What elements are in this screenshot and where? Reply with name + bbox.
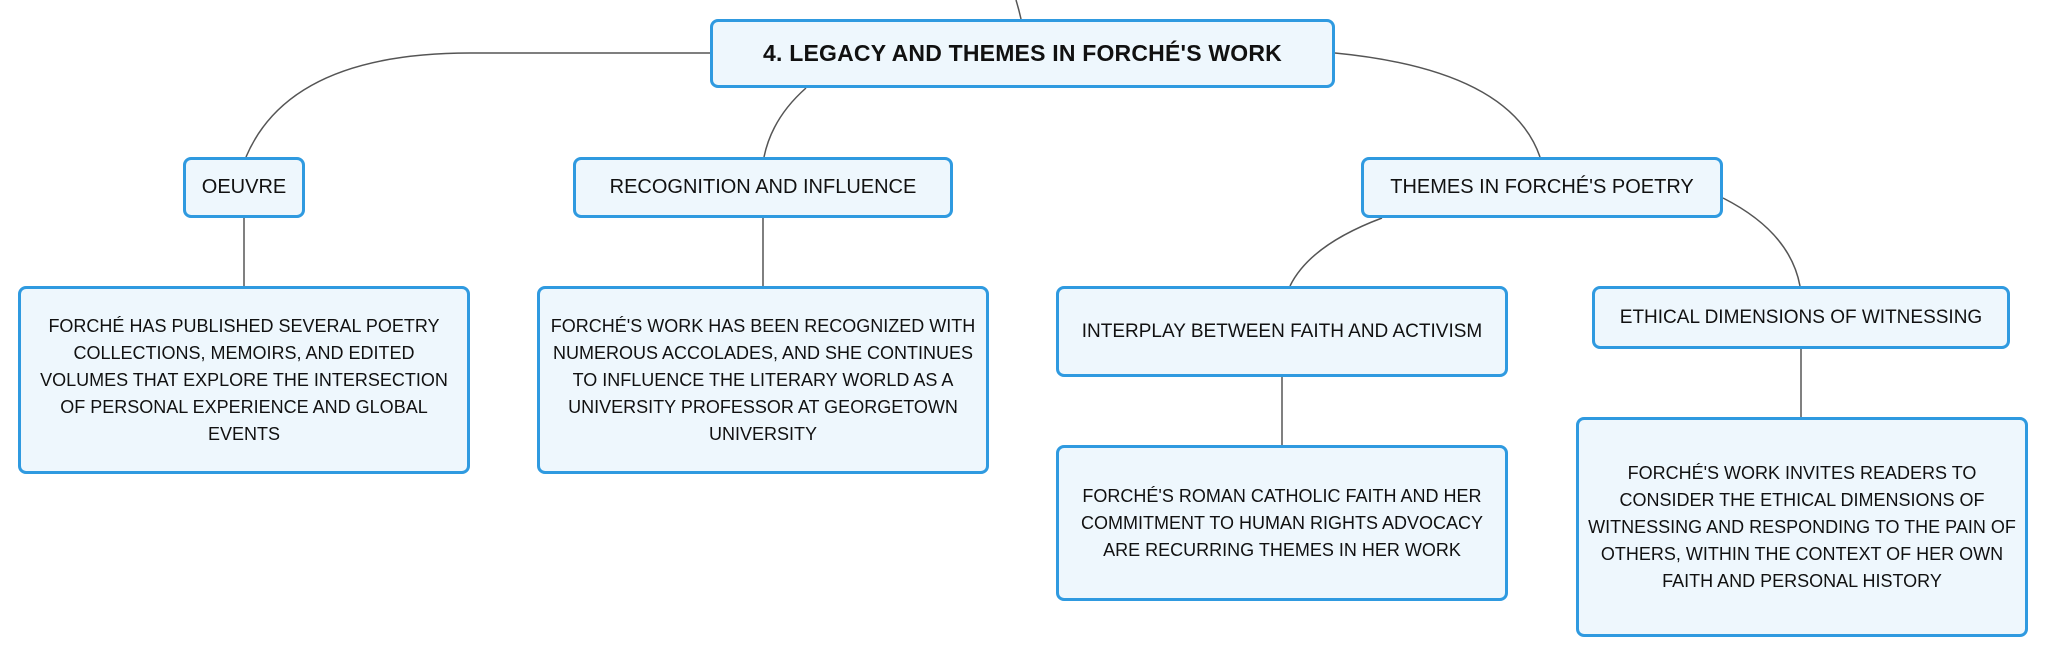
ethical-witnessing-label: ETHICAL DIMENSIONS OF WITNESSING bbox=[1619, 306, 1983, 328]
connector-themes-ethics bbox=[1722, 197, 1801, 287]
root-topic[interactable]: 4. LEGACY AND THEMES IN FORCHÉ'S WORK bbox=[710, 19, 1335, 88]
topic-oeuvre-label: OEUVRE bbox=[201, 176, 287, 198]
connector-root-themes bbox=[1334, 52, 1541, 158]
faith-and-activism-label: INTERPLAY BETWEEN FAITH AND ACTIVISM bbox=[1081, 320, 1483, 342]
topic-recognition-and-influence[interactable]: RECOGNITION AND INFLUENCE bbox=[573, 157, 953, 218]
subtopic-ethics-detail[interactable]: FORCHÉ'S WORK INVITES READERS TO CONSIDE… bbox=[1576, 417, 2028, 637]
connector-themes-faith bbox=[1289, 217, 1383, 287]
topic-themes-label: THEMES IN FORCHÉ'S POETRY bbox=[1390, 176, 1694, 198]
recognition-detail-text: FORCHÉ'S WORK HAS BEEN RECOGNIZED WITH N… bbox=[550, 315, 976, 444]
topic-oeuvre[interactable]: OEUVRE bbox=[183, 157, 305, 218]
root-topic-label: 4. LEGACY AND THEMES IN FORCHÉ'S WORK bbox=[763, 40, 1282, 66]
subtopic-faith-and-activism[interactable]: INTERPLAY BETWEEN FAITH AND ACTIVISM bbox=[1056, 286, 1508, 377]
subtopic-ethical-witnessing[interactable]: ETHICAL DIMENSIONS OF WITNESSING bbox=[1592, 286, 2010, 349]
ethics-detail-text: FORCHÉ'S WORK INVITES READERS TO CONSIDE… bbox=[1588, 462, 2016, 591]
subtopic-faith-detail[interactable]: FORCHÉ'S ROMAN CATHOLIC FAITH AND HER CO… bbox=[1056, 445, 1508, 601]
oeuvre-detail-text: FORCHÉ HAS PUBLISHED SEVERAL POETRY COLL… bbox=[40, 315, 448, 444]
subtopic-recognition-detail[interactable]: FORCHÉ'S WORK HAS BEEN RECOGNIZED WITH N… bbox=[537, 286, 989, 474]
faith-detail-text: FORCHÉ'S ROMAN CATHOLIC FAITH AND HER CO… bbox=[1080, 485, 1484, 560]
connector-from-parent bbox=[1015, 0, 1022, 20]
topic-themes-in-poetry[interactable]: THEMES IN FORCHÉ'S POETRY bbox=[1361, 157, 1723, 218]
connector-root-oeuvre bbox=[245, 52, 710, 158]
connector-root-recognition bbox=[763, 87, 807, 158]
topic-recognition-label: RECOGNITION AND INFLUENCE bbox=[609, 176, 917, 198]
subtopic-oeuvre-detail[interactable]: FORCHÉ HAS PUBLISHED SEVERAL POETRY COLL… bbox=[18, 286, 470, 474]
